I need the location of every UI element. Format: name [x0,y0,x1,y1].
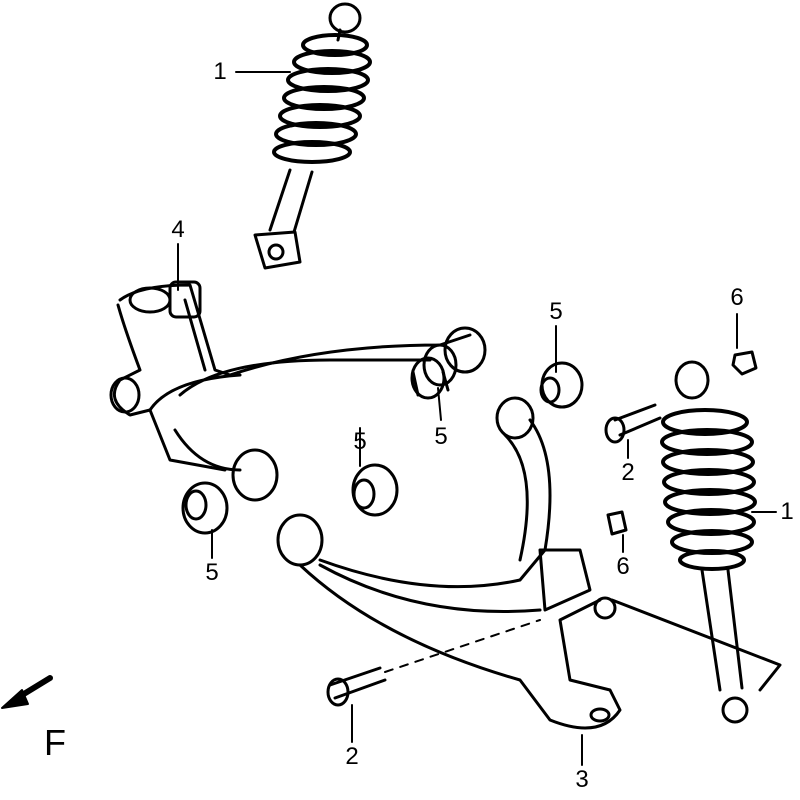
front-direction-arrow-icon [1,675,53,709]
shock-absorber-right [610,360,782,724]
callout-nut-mid: 6 [616,553,630,580]
callout-shock-upper: 1 [213,58,227,85]
callout-bolt-bottom: 2 [345,743,359,770]
callout-bushing-upper-inner: 5 [434,423,448,450]
callout-lower-arm: 3 [575,766,589,793]
callout-bushing-center: 5 [353,428,367,455]
callout-bolt-right: 2 [621,459,635,486]
shock-absorber-upper [253,2,372,270]
callout-shock-right: 1 [780,498,794,525]
callout-upper-arm: 4 [171,216,185,243]
callout-bushing-right-top: 5 [549,298,563,325]
front-direction-label: F [44,722,66,763]
bushings [181,356,584,535]
callout-nut-top: 6 [730,284,744,311]
callout-bushing-left: 5 [205,559,219,586]
leader-lines [177,71,777,766]
lower-control-arm [276,396,622,730]
fasteners [326,350,758,707]
upper-control-arm [109,280,487,502]
